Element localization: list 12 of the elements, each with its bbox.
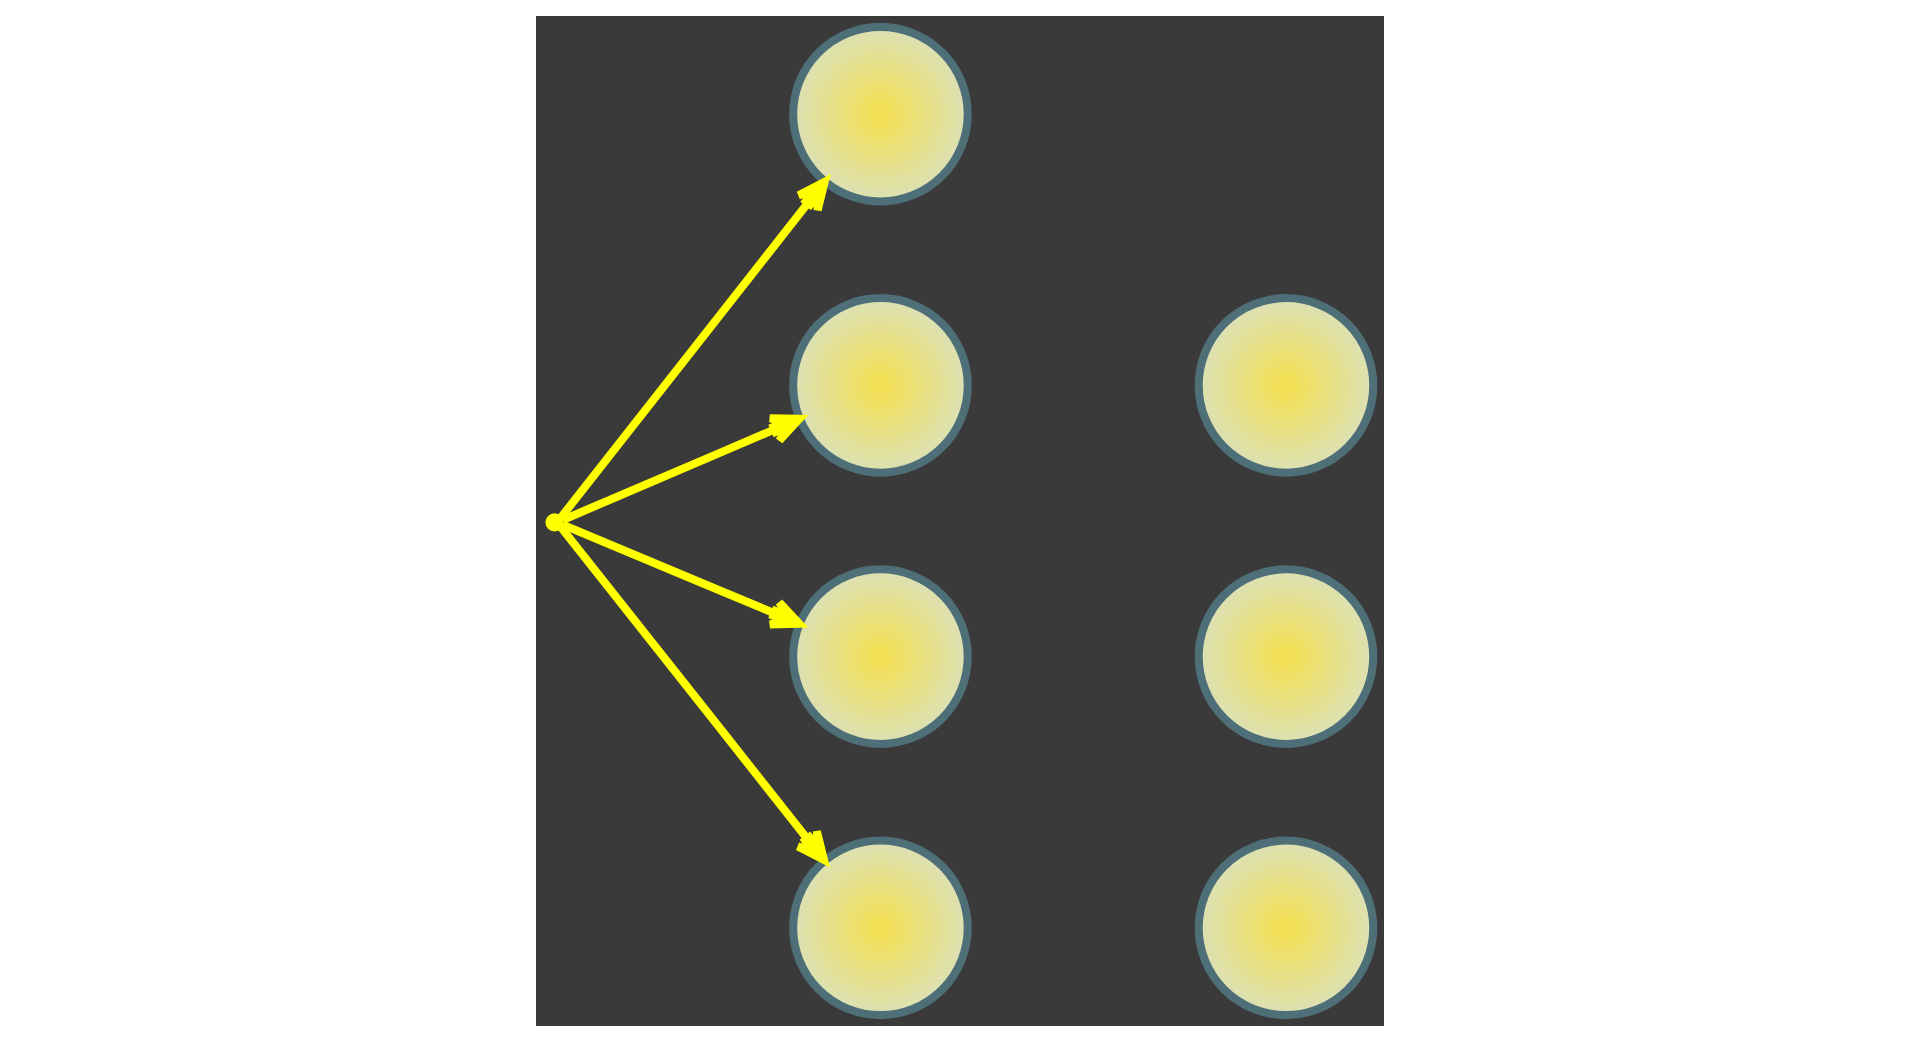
arrow (556, 524, 828, 864)
node-circle (788, 565, 971, 748)
node-circle (1193, 836, 1377, 1020)
arrow (560, 414, 803, 524)
node-circle (1193, 565, 1377, 748)
node-circle (1193, 294, 1377, 477)
node-point (544, 513, 563, 532)
node-circle (788, 22, 971, 206)
arrow (556, 177, 828, 521)
node-circle (788, 836, 971, 1020)
node-circle (788, 294, 971, 477)
arrow (560, 520, 803, 629)
